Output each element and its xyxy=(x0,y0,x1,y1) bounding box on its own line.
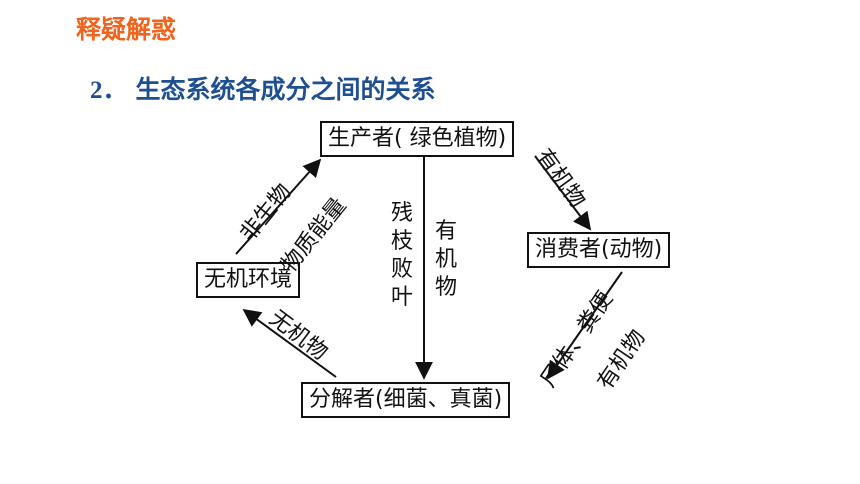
consumer-box: 消费者(动物) xyxy=(527,232,671,268)
environment-box: 无机环境 xyxy=(196,262,301,298)
subtitle-text: 生态系统各成分之间的关系 xyxy=(135,75,436,104)
arrow-decomposer-to-environment xyxy=(242,308,337,378)
arrow-consumer-to-decomposer xyxy=(546,271,623,380)
producer-box: 生产者( 绿色植物) xyxy=(320,121,515,157)
arrow-environment-to-producer xyxy=(235,158,322,255)
section-title: 释疑解惑 xyxy=(76,15,177,44)
label-organic-matter-center: 有机物 xyxy=(434,219,457,300)
page-subtitle: 2． 生态系统各成分之间的关系 xyxy=(90,70,436,106)
arrow-producer-to-consumer xyxy=(534,155,592,231)
subtitle-number: 2． xyxy=(90,77,128,104)
label-remains: 残枝败叶 xyxy=(390,201,413,310)
decomposer-box: 分解者(细菌、真菌) xyxy=(301,382,511,418)
